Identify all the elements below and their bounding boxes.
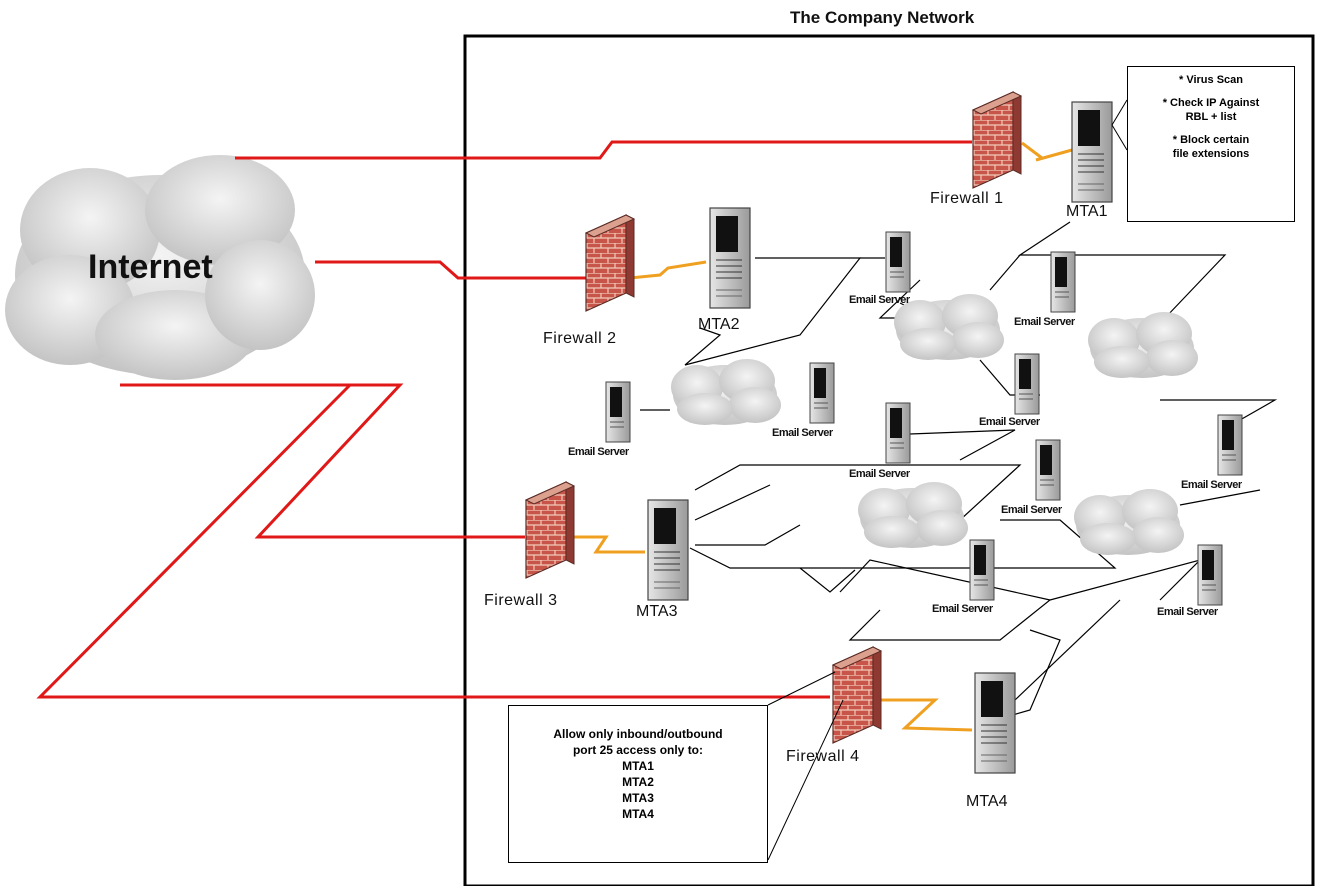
- firewall-3-icon: [525, 481, 575, 579]
- firewall-2-label: Firewall 2: [543, 330, 617, 347]
- note-item: MTA3: [622, 791, 654, 805]
- email-server-icon: [809, 362, 835, 424]
- note-line: port 25 access only to:: [572, 743, 704, 757]
- email-server-icon: [1014, 353, 1040, 415]
- diagram-title: The Company Network: [790, 8, 975, 27]
- internet-links: [36, 140, 972, 699]
- firewall-4-label: Firewall 4: [786, 748, 860, 765]
- email-server-icon: [1217, 414, 1243, 476]
- email-server-icon: [885, 402, 911, 464]
- email-server-label: Email Server: [849, 468, 910, 480]
- email-server-icon: [1035, 439, 1061, 501]
- email-server-label: Email Server: [979, 416, 1040, 428]
- internet-link-firewall-1: [235, 140, 972, 160]
- email-server-icon: [605, 381, 631, 443]
- note-line-part: * Block certain: [1172, 134, 1250, 146]
- note-line: * Block certain file extensions: [1128, 133, 1294, 161]
- email-server-label: Email Server: [1001, 504, 1062, 516]
- lan-cloud: [858, 482, 968, 548]
- internet-link-firewall-4: [36, 383, 830, 699]
- mta4-server-icon: [974, 672, 1016, 774]
- note-item: MTA2: [622, 775, 654, 789]
- mta1-label: MTA1: [1066, 203, 1108, 220]
- firewall-1-icon: [972, 91, 1022, 189]
- lan-cloud: [1088, 312, 1198, 378]
- note-line: Allow only inbound/outbound: [553, 727, 723, 741]
- mta3-label: MTA3: [636, 603, 678, 620]
- internet-label: Internet: [88, 248, 213, 286]
- email-server-label: Email Server: [932, 603, 993, 615]
- note-line: * Virus Scan: [1179, 74, 1243, 86]
- firewall-3-label: Firewall 3: [484, 592, 558, 609]
- lan-cloud: [671, 359, 781, 425]
- note-line-part: RBL + list: [1185, 111, 1237, 123]
- mta1-server-icon: [1071, 101, 1113, 203]
- email-server-icon: [969, 539, 995, 601]
- email-server-icon: [1197, 544, 1223, 606]
- mta4-label: MTA4: [966, 793, 1008, 810]
- firewall-1-label: Firewall 1: [930, 190, 1004, 207]
- note-line-part: file extensions: [1172, 148, 1250, 160]
- note-item: MTA1: [622, 759, 654, 773]
- email-server-icon: [885, 231, 911, 293]
- internet-cloud: [5, 155, 315, 380]
- mta1-policy-note: * Virus Scan * Check IP Against RBL + li…: [1127, 66, 1295, 222]
- mta2-server-icon: [709, 207, 751, 309]
- firewall-mta-links: [572, 141, 1073, 732]
- firewall-2-icon: [585, 214, 635, 312]
- lan-cloud: [1074, 489, 1184, 555]
- email-server-label: Email Server: [568, 446, 629, 458]
- note-line: * Check IP Against RBL + list: [1128, 96, 1294, 124]
- lan-cloud: [894, 294, 1004, 360]
- note-line-part: * Check IP Against: [1162, 97, 1260, 109]
- mta2-label: MTA2: [698, 316, 740, 333]
- email-server-label: Email Server: [772, 427, 833, 439]
- company-network-boundary: [463, 34, 1315, 886]
- email-server-label: Email Server: [1157, 606, 1218, 618]
- internet-link-firewall-2: [315, 260, 590, 280]
- firewall-4-icon: [832, 646, 882, 744]
- mta3-server-icon: [647, 499, 689, 601]
- note-item: MTA4: [622, 807, 654, 821]
- email-server-label: Email Server: [1181, 479, 1242, 491]
- email-server-label: Email Server: [849, 294, 910, 306]
- email-server-icon: [1050, 251, 1076, 313]
- internet-link-firewall-3: [120, 383, 525, 539]
- email-server-label: Email Server: [1014, 316, 1075, 328]
- firewall4-policy-note: Allow only inbound/outbound port 25 acce…: [508, 705, 768, 863]
- callout-pointers: [767, 99, 1128, 861]
